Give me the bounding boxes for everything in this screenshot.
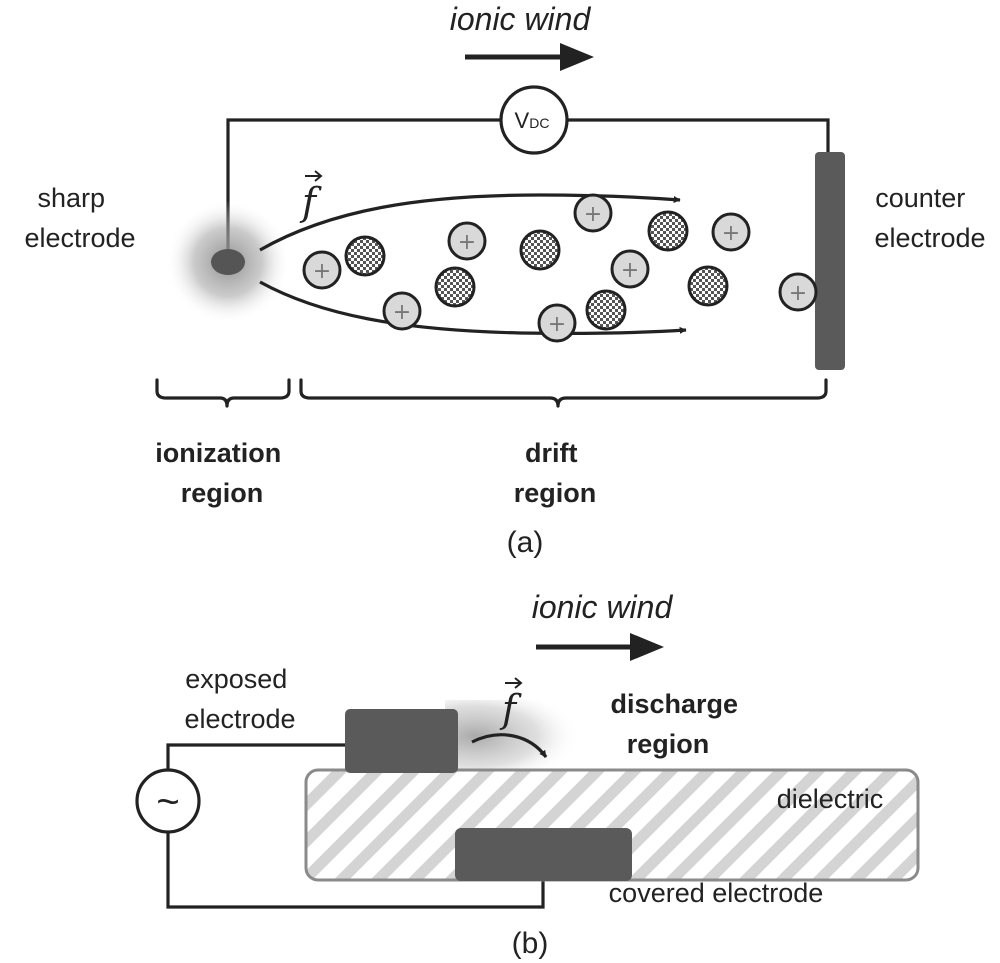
ionic-wind-arrowhead-b xyxy=(630,633,664,661)
positive-ion xyxy=(447,221,487,261)
neutral-particle xyxy=(344,235,386,277)
exposed-electrode-label: exposed electrode xyxy=(184,664,295,734)
dielectric-label: dielectric xyxy=(777,784,884,814)
ion-plus-sign: + xyxy=(789,281,807,306)
discharge-glow xyxy=(445,700,595,772)
ionic-wind-label-a: ionic wind xyxy=(450,1,592,37)
positive-ion xyxy=(711,212,751,252)
force-vector-arrow-b xyxy=(505,677,523,689)
force-vector-arrow-a xyxy=(305,170,323,182)
ionization-region-brace xyxy=(155,378,291,408)
counter-electrode-label: counter electrode xyxy=(874,183,985,253)
panel-a: ionic wind VDC sharp electrode counter e… xyxy=(24,1,985,559)
positive-ion xyxy=(778,272,818,312)
sharp-electrode-tip xyxy=(211,249,245,275)
panel-b: ionic wind exposed electrode ~ dielectri… xyxy=(135,589,920,960)
ion-plus-sign: + xyxy=(458,230,476,255)
counter-electrode xyxy=(815,152,845,370)
ac-circuit-wire-bottom xyxy=(166,832,545,909)
sharp-electrode-label: sharp electrode xyxy=(24,183,135,253)
ion-plus-sign: + xyxy=(393,300,411,325)
ac-circuit-wire-top xyxy=(166,743,345,770)
neutral-particle xyxy=(687,265,729,307)
neutral-particle xyxy=(585,289,627,331)
drift-region-brace xyxy=(299,378,828,408)
positive-ion xyxy=(537,303,577,343)
neutral-particle xyxy=(647,210,689,252)
neutral-particles xyxy=(344,210,729,331)
dc-voltage-source xyxy=(499,85,569,155)
ionic-wind-label-b: ionic wind xyxy=(532,589,674,625)
ion-plus-sign: + xyxy=(621,258,639,283)
covered-electrode xyxy=(455,828,632,881)
caption-b: (b) xyxy=(512,927,549,960)
voltage-symbol: VDC xyxy=(515,108,550,133)
force-curved-arrow xyxy=(471,733,548,758)
ion-plus-sign: + xyxy=(313,259,331,284)
ionization-region-label: ionization region xyxy=(155,438,289,508)
neutral-particle xyxy=(519,229,561,271)
field-line-lower xyxy=(259,280,687,335)
ion-plus-sign: + xyxy=(548,312,566,337)
neutral-particle xyxy=(434,266,476,308)
discharge-region-label: discharge region xyxy=(610,689,745,759)
positive-ion xyxy=(382,291,422,331)
ion-plus-sign: + xyxy=(722,221,740,246)
caption-a: (a) xyxy=(507,526,544,559)
positive-ion xyxy=(302,250,342,290)
positive-ions: + + + + + + + + xyxy=(302,193,818,343)
ac-source-symbol: ~ xyxy=(156,780,179,824)
field-line-upper xyxy=(259,193,681,252)
dc-circuit-wire-right xyxy=(566,118,830,155)
drift-region-label: drift region xyxy=(514,438,597,508)
positive-ion xyxy=(573,193,613,233)
force-vector-symbol-a: f xyxy=(299,180,322,224)
exposed-electrode xyxy=(345,709,458,773)
ionic-wind-arrowhead-a xyxy=(560,43,594,71)
positive-ion xyxy=(610,249,650,289)
ac-voltage-source xyxy=(135,768,201,834)
covered-electrode-label: covered electrode xyxy=(609,878,824,908)
ion-plus-sign: + xyxy=(584,202,602,227)
